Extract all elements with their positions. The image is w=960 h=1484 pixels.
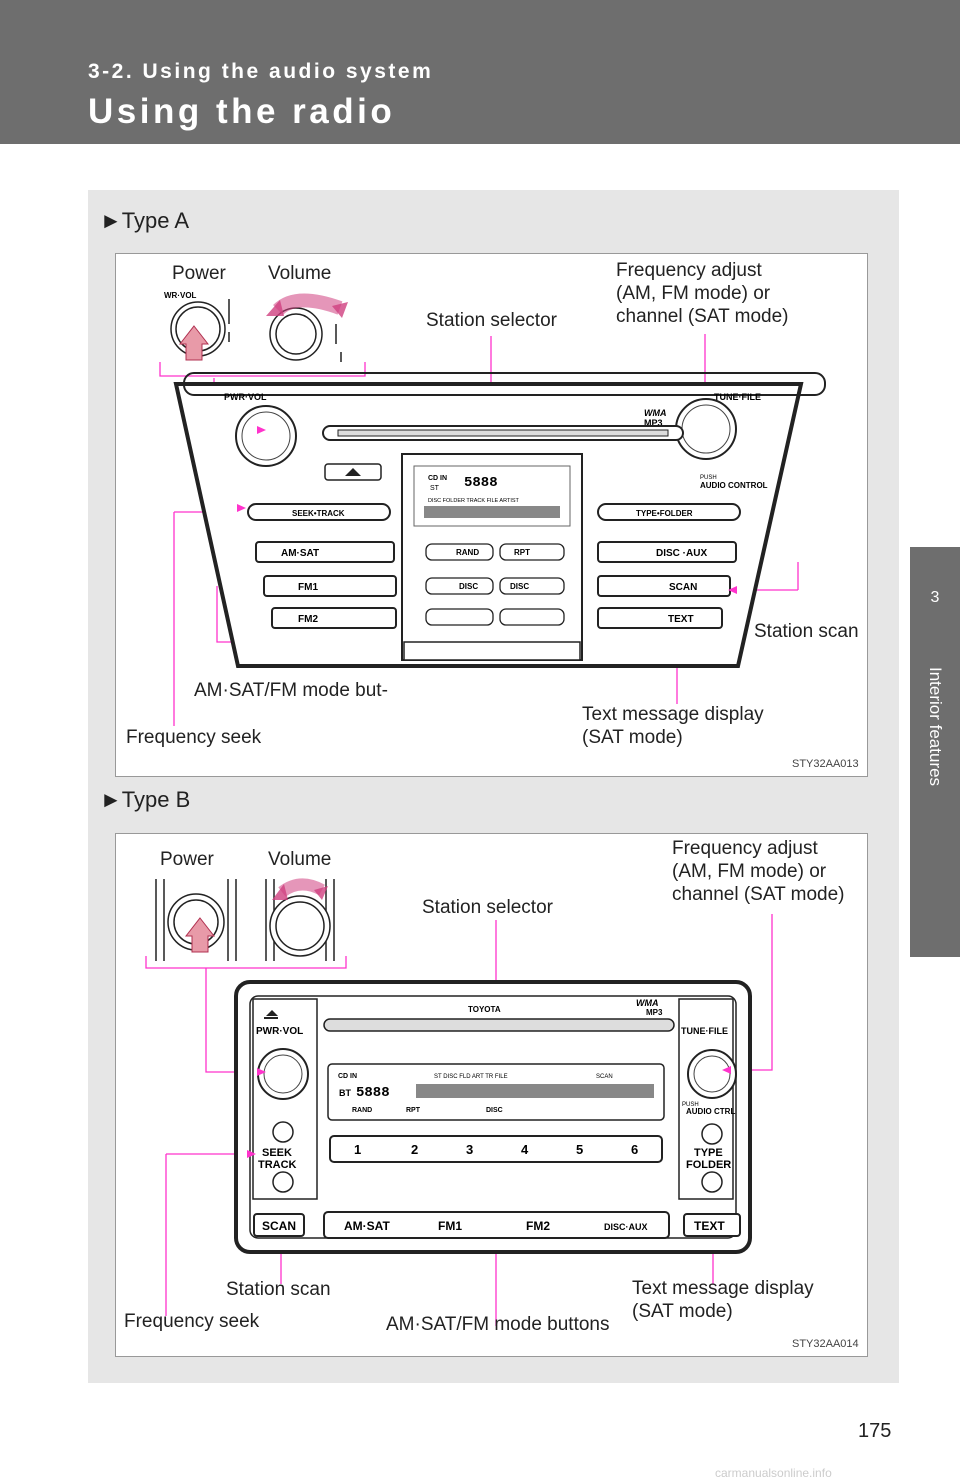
chapter-tab[interactable]: 3 Interior features	[910, 547, 960, 957]
chapter-label: Interior features	[926, 667, 945, 787]
b-bt-text: BT	[339, 1088, 351, 1098]
scan-text: SCAN	[669, 582, 697, 593]
b-audio-ctrl-text: AUDIO CTRL	[686, 1107, 735, 1116]
b-push-text: PUSH	[682, 1102, 699, 1108]
b-rand-text: RAND	[352, 1107, 372, 1114]
page-number: 175	[858, 1420, 892, 1442]
b-track-text: TRACK	[258, 1159, 297, 1171]
b-preset-5: 5	[576, 1142, 583, 1157]
disc-up-text: DISC	[510, 582, 529, 591]
b-text-text: TEXT	[694, 1219, 725, 1233]
b-fm1-text: FM1	[438, 1219, 462, 1233]
b-preset-6: 6	[631, 1142, 638, 1157]
b-preset-1: 1	[354, 1142, 361, 1157]
disc-aux-text: DISC ·AUX	[656, 548, 707, 559]
am-sat-text: AM·SAT	[281, 548, 319, 559]
push-text: PUSH	[700, 475, 717, 481]
label-a-station-selector: Station selector	[426, 310, 557, 331]
type-b-illustration: PWR·VOL SEEK TRACK TUNE·FILE PUSH AUDIO …	[145, 878, 773, 1326]
label-a-text-msg: Text message display (SAT mode)	[582, 704, 764, 749]
seek-track-text: SEEK•TRACK	[292, 509, 345, 518]
b-type-text: TYPE	[694, 1147, 723, 1159]
b-scan-small-text: SCAN	[596, 1074, 613, 1080]
label-b-freq-seek: Frequency seek	[124, 1311, 260, 1332]
rand-text: RAND	[456, 548, 479, 557]
label-a-freq-adjust: Frequency adjust (AM, FM mode) or channe…	[616, 260, 789, 328]
chapter-number: 3	[930, 589, 940, 606]
disc-row-text: DISC FOLDER TRACK FILE ARTIST	[428, 498, 520, 504]
b-st-row-text: ST DISC FLD ART TR FILE	[434, 1074, 508, 1080]
b-seek-text: SEEK	[262, 1147, 292, 1159]
pwr-vol-text: PWR·VOL	[224, 392, 267, 402]
audio-control-text: AUDIO CONTROL	[700, 481, 768, 490]
label-b-station-selector: Station selector	[422, 897, 553, 918]
b-preset-4: 4	[521, 1142, 529, 1157]
mp3-text: MP3	[644, 418, 663, 428]
b-scan-text: SCAN	[262, 1219, 296, 1233]
type-a-figure: WR·VOL PWR·VOL	[115, 253, 868, 777]
wr-vol-text: WR·VOL	[164, 291, 197, 300]
fm1-text: FM1	[298, 582, 318, 593]
label-b-power: Power	[160, 849, 214, 870]
label-b-freq-adjust: Frequency adjust (AM, FM mode) or channe…	[672, 838, 845, 906]
b-preset-2: 2	[411, 1142, 418, 1157]
b-disc-text: DISC	[486, 1107, 503, 1114]
b-disc-aux-text: DISC·AUX	[604, 1222, 648, 1232]
label-b-station-scan: Station scan	[226, 1279, 331, 1300]
label-b-volume: Volume	[268, 849, 332, 870]
section-title: 3-2. Using the audio system	[88, 60, 434, 83]
toyota-text: TOYOTA	[468, 1005, 501, 1014]
b-tune-file-text: TUNE·FILE	[681, 1026, 728, 1036]
b-pwr-vol-text: PWR·VOL	[256, 1026, 303, 1037]
b-rpt-text: RPT	[406, 1107, 421, 1114]
page-header: 3-2. Using the audio system Using the ra…	[0, 0, 960, 144]
b-cd-in-text: CD IN	[338, 1073, 357, 1080]
label-a-volume: Volume	[268, 263, 332, 284]
b-fm2-text: FM2	[526, 1219, 550, 1233]
fm2-text: FM2	[298, 614, 318, 625]
figure-code-b: STY32AA014	[792, 1338, 859, 1350]
type-b-heading: ►Type B	[100, 787, 191, 812]
figure-code-a: STY32AA013	[792, 758, 859, 770]
wma-text: WMA	[644, 408, 667, 418]
b-mp3-text: MP3	[646, 1008, 663, 1017]
b-preset-3: 3	[466, 1142, 473, 1157]
watermark: carmanualsonline.info	[715, 1466, 832, 1480]
b-wma-text: WMA	[636, 998, 659, 1008]
rpt-text: RPT	[514, 548, 530, 557]
type-a-heading: ►Type A	[100, 208, 190, 233]
text-btn-text: TEXT	[668, 614, 694, 625]
disc-down-text: DISC	[459, 582, 478, 591]
label-a-power: Power	[172, 263, 226, 284]
label-b-text-msg: Text message display (SAT mode)	[632, 1278, 814, 1323]
type-a-illustration: WR·VOL PWR·VOL	[159, 291, 826, 726]
tune-file-text: TUNE·FILE	[714, 392, 761, 402]
b-am-sat-text: AM·SAT	[344, 1219, 390, 1233]
page-title: Using the radio	[88, 92, 396, 131]
seg-display: 5888	[464, 475, 498, 491]
label-a-freq-seek: Frequency seek	[126, 727, 262, 748]
label-a-station-scan: Station scan	[754, 621, 859, 642]
cd-in-text: CD IN	[428, 475, 447, 482]
b-seg-display: 5888	[356, 1085, 390, 1101]
st-text: ST	[430, 485, 440, 492]
type-b-figure: PWR·VOL SEEK TRACK TUNE·FILE PUSH AUDIO …	[115, 833, 868, 1357]
label-b-mode-buttons: AM·SAT/FM mode buttons	[386, 1314, 610, 1335]
type-folder-text: TYPE•FOLDER	[636, 509, 693, 518]
content-box: ►Type A ►Type B WR·VOL	[88, 190, 899, 1383]
label-a-mode-buttons: AM·SAT/FM mode but-	[194, 680, 388, 701]
b-folder-text: FOLDER	[686, 1159, 731, 1171]
